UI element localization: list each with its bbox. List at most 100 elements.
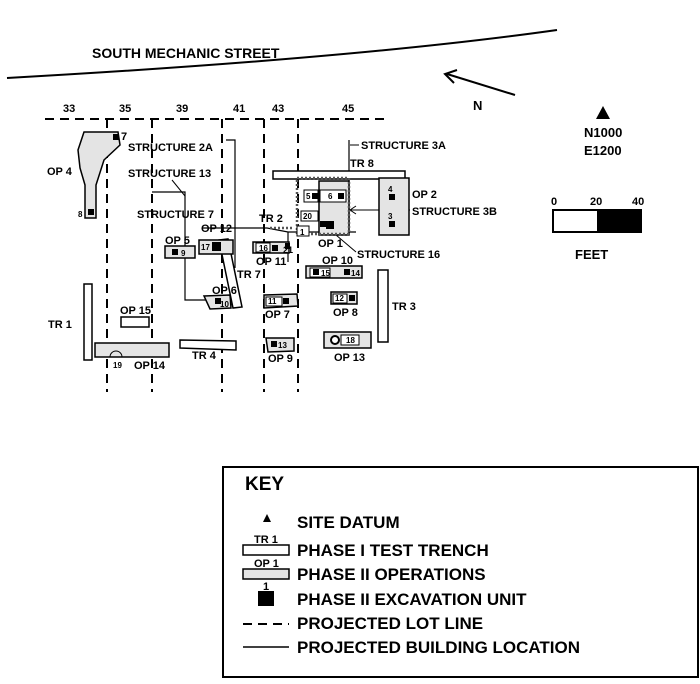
north-arrow-icon: [443, 69, 516, 96]
operation-op8-label: OP 8: [333, 307, 358, 319]
operation-op2-label: OP 2: [412, 189, 437, 201]
street-curb-line: [6, 29, 558, 79]
excavation-units: [255, 189, 360, 346]
structure-arrows: [171, 144, 410, 253]
unit-19-label: 19: [113, 361, 122, 370]
unit-8-label: 8: [78, 210, 83, 219]
operation-op4-label: OP 4: [47, 166, 73, 178]
unit-5-label: 5: [306, 192, 311, 201]
trench-tr8-label: TR 8: [350, 158, 374, 170]
operation-op5-label: OP 5: [165, 235, 190, 247]
trench-tr4-label: TR 4: [192, 350, 217, 362]
key-unit-sample-label: 1: [263, 581, 269, 593]
unit-9-label: 9: [181, 249, 186, 258]
north-label: N: [473, 98, 482, 113]
scale-tick-0: 0: [551, 196, 557, 208]
key-trench-sample: [242, 544, 290, 556]
key-operation-sample-label: OP 1: [254, 558, 279, 570]
lot-number-45: 45: [342, 103, 354, 115]
key-item-operations: PHASE II OPERATIONS: [297, 565, 486, 584]
unit-17-label: 17: [201, 243, 210, 252]
operation-op11-label: OP 11: [256, 256, 286, 268]
unit-11-label: 11: [268, 297, 277, 306]
key-trench-sample-label: TR 1: [254, 534, 278, 546]
operation-op7-label: OP 7: [265, 309, 290, 321]
unit-7-label: 7: [121, 131, 127, 143]
unit-20-label: 20: [303, 212, 312, 221]
unit-20-box: [300, 210, 319, 222]
operation-op4: [77, 131, 121, 219]
trench-tr2-label: TR 2: [259, 213, 283, 225]
unit-12-box: [332, 293, 348, 304]
structure-16-label: STRUCTURE 16: [357, 249, 440, 261]
unit-1-box: [296, 225, 310, 237]
unit-16-label: 16: [259, 244, 268, 253]
structure-2a-label: STRUCTURE 2A: [128, 142, 213, 154]
key-title: KEY: [245, 474, 284, 495]
site-datum-icon: [596, 106, 610, 119]
trench-tr3-label: TR 3: [392, 301, 416, 313]
unit-3-label: 3: [388, 212, 393, 221]
structure-7-label: STRUCTURE 7: [137, 209, 214, 221]
operation-op5: [164, 245, 196, 259]
trench-tr4: [179, 339, 237, 351]
structure-3b-label: STRUCTURE 3B: [412, 206, 497, 218]
excavation-unit-squares: [88, 134, 395, 347]
operation-op14-label: OP 14: [134, 360, 166, 372]
lot-number-39: 39: [176, 103, 188, 115]
unit-10-label: 10: [220, 300, 229, 309]
datum-northing: N1000: [584, 125, 622, 140]
operation-op9-label: OP 9: [268, 353, 293, 365]
unit-16-box: [255, 242, 271, 253]
unit-15-label: 15: [321, 269, 330, 278]
unit-15-box: [309, 267, 331, 278]
key-item-test-trench: PHASE I TEST TRENCH: [297, 541, 489, 560]
scale-tick-20: 20: [590, 196, 602, 208]
lot-number-33: 33: [63, 103, 75, 115]
key-item-site-datum: SITE DATUM: [297, 513, 400, 532]
key-datum-icon: [263, 514, 271, 522]
unit-19-marker: [109, 350, 123, 358]
unit-18-label: 18: [346, 336, 355, 345]
operation-op13-label: OP 13: [334, 352, 365, 364]
operation-op6-label: OP 6: [212, 285, 237, 297]
unit-14-label: 14: [351, 269, 360, 278]
structure-outlines: [270, 176, 351, 236]
key-item-lot-line: PROJECTED LOT LINE: [297, 614, 483, 633]
unit-11-box: [265, 296, 283, 307]
datum-easting: E1200: [584, 143, 622, 158]
key-operation-sample: [242, 568, 290, 580]
operation-op14: [94, 342, 170, 358]
unit-13-label: 13: [278, 341, 287, 350]
trench-tr1: [83, 283, 93, 361]
structure-13-label: STRUCTURE 13: [128, 168, 211, 180]
unit-18-marker: [330, 335, 340, 345]
operation-op15: [120, 316, 150, 328]
trench-tr7-label: TR 7: [237, 269, 261, 281]
operation-op12-label: OP 12: [201, 223, 232, 235]
operation-op1-label: OP 1: [318, 238, 343, 250]
key-item-building-location: PROJECTED BUILDING LOCATION: [297, 638, 580, 657]
scale-tick-40: 40: [632, 196, 644, 208]
unit-21-label: 21: [283, 245, 293, 255]
unit-4-label: 4: [388, 185, 393, 194]
operation-op15-label: OP 15: [120, 305, 151, 317]
unit-18-box: [340, 334, 360, 346]
structure-3a-label: STRUCTURE 3A: [361, 140, 446, 152]
unit-6-label: 6: [328, 192, 333, 201]
lot-number-35: 35: [119, 103, 131, 115]
trench-tr3: [377, 269, 389, 343]
unit-12-label: 12: [335, 294, 344, 303]
operation-op10-label: OP 10: [322, 255, 353, 267]
lot-number-41: 41: [233, 103, 245, 115]
key-item-excavation-unit: PHASE II EXCAVATION UNIT: [297, 590, 527, 609]
unit-1-label: 1: [300, 228, 305, 237]
lot-number-43: 43: [272, 103, 284, 115]
trench-tr1-label: TR 1: [48, 319, 72, 331]
key-box: [222, 466, 699, 678]
scale-unit: FEET: [575, 247, 608, 262]
key-unit-sample: [258, 591, 274, 606]
street-label: SOUTH MECHANIC STREET: [92, 45, 280, 61]
